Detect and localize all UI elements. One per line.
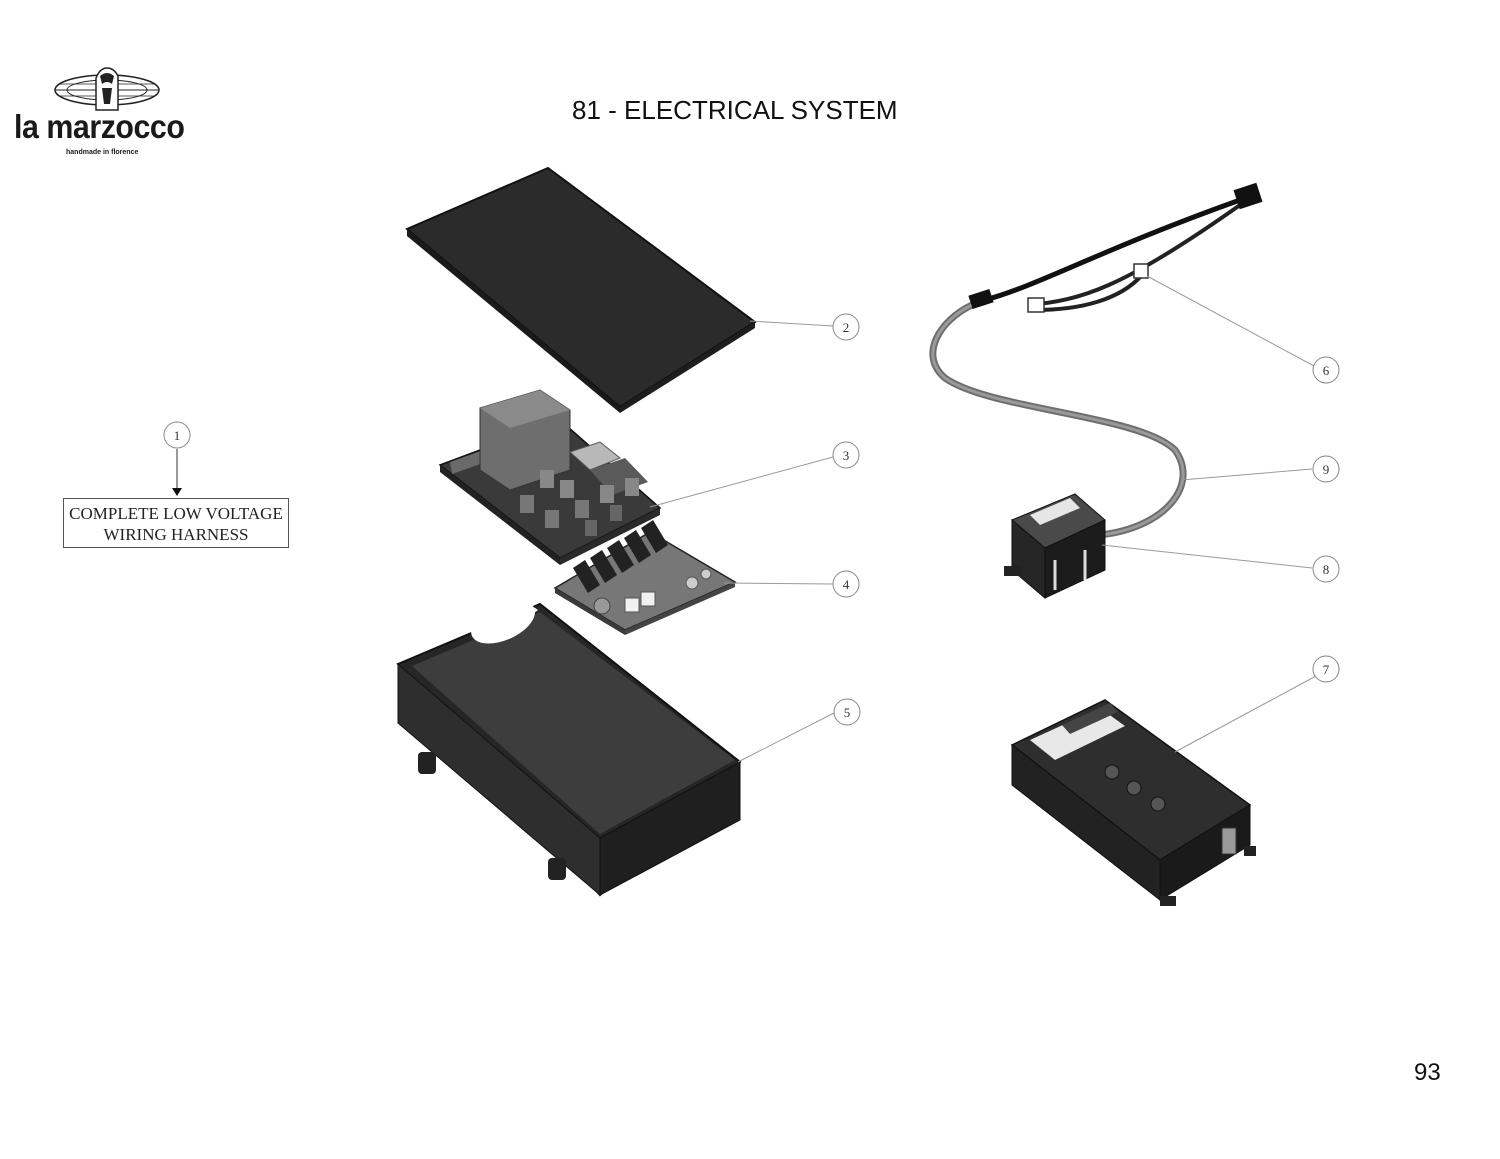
callout-3: 3 bbox=[832, 441, 860, 469]
leader-lines bbox=[649, 275, 1317, 763]
svg-text:8: 8 bbox=[1323, 562, 1330, 577]
svg-text:3: 3 bbox=[843, 448, 850, 463]
page-number: 93 bbox=[1414, 1059, 1441, 1086]
callout-9: 9 bbox=[1312, 455, 1340, 483]
svg-text:6: 6 bbox=[1323, 363, 1330, 378]
svg-text:1: 1 bbox=[174, 428, 181, 443]
svg-text:7: 7 bbox=[1323, 662, 1330, 677]
svg-text:5: 5 bbox=[844, 705, 851, 720]
part-transformer bbox=[1004, 493, 1106, 600]
part-harness bbox=[968, 182, 1263, 313]
part-control-module bbox=[1010, 699, 1256, 906]
svg-text:9: 9 bbox=[1323, 462, 1330, 477]
part-cable bbox=[929, 301, 1187, 539]
brand-tagline: handmade in florence bbox=[66, 149, 139, 156]
part-control-board bbox=[438, 389, 662, 565]
callout-1: 1 bbox=[163, 421, 191, 449]
harness-label-line-1: COMPLETE LOW VOLTAGE bbox=[69, 504, 283, 523]
callout-7: 7 bbox=[1312, 655, 1340, 683]
harness-label-box: COMPLETE LOW VOLTAGE WIRING HARNESS bbox=[63, 498, 289, 548]
callout-2: 2 bbox=[832, 313, 860, 341]
callout-5: 5 bbox=[833, 698, 861, 726]
brand-name: la marzocco bbox=[14, 108, 185, 145]
brand-logo-icon bbox=[54, 67, 160, 111]
svg-text:2: 2 bbox=[843, 320, 850, 335]
callout-4: 4 bbox=[832, 570, 860, 598]
page-title: 81 - ELECTRICAL SYSTEM bbox=[572, 95, 898, 125]
callout-8: 8 bbox=[1312, 555, 1340, 583]
part-tray bbox=[396, 598, 742, 897]
callout-1-arrow bbox=[172, 449, 182, 496]
callout-6: 6 bbox=[1312, 356, 1340, 384]
part-relay-board bbox=[553, 520, 737, 635]
part-cover-plate bbox=[405, 166, 757, 413]
svg-text:4: 4 bbox=[843, 577, 850, 592]
harness-label-line-2: WIRING HARNESS bbox=[103, 525, 249, 544]
